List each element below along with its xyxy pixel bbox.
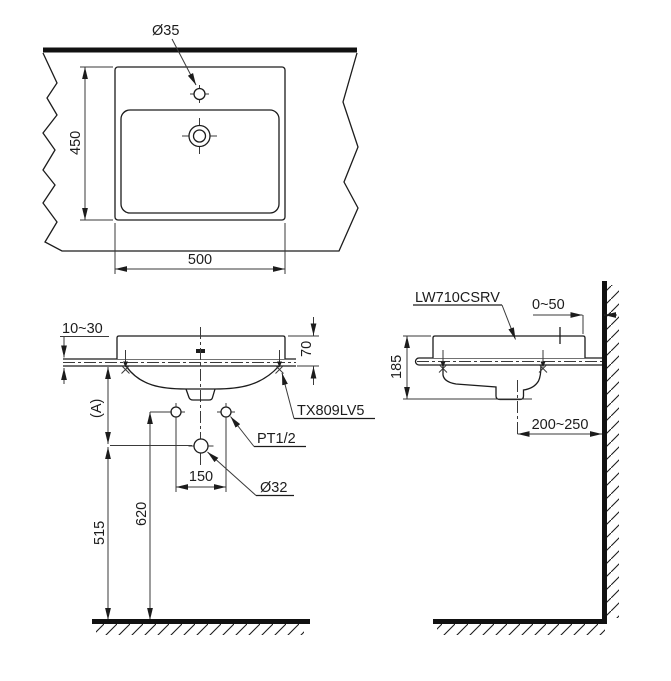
label-counter-thickness: 10~30 <box>62 321 103 337</box>
drain-hole-outer <box>188 124 211 148</box>
counter-front-edge-side <box>414 357 420 366</box>
label-rim-height: 70 <box>299 341 315 357</box>
label-wall-gap: 0~50 <box>532 297 565 313</box>
leader-faucet-hole <box>171 38 197 86</box>
front-view: 10~30 70 TX809LV5 PT1/2 Ø32 <box>60 317 375 635</box>
label-drain-diameter: Ø32 <box>260 480 287 496</box>
label-faucet-hole-diameter: Ø35 <box>152 23 179 39</box>
sink-body-side <box>432 335 586 358</box>
basin-inner-bowl <box>120 109 280 214</box>
top-view: Ø35 450 500 <box>42 23 359 274</box>
faucet-hole <box>193 87 206 101</box>
label-supply-spacing: 150 <box>189 469 213 485</box>
label-product-code: LW710CSRV <box>415 290 500 306</box>
side-view: LW710CSRV 0~50 185 200~250 <box>389 281 619 635</box>
drain-hole-inner <box>192 129 207 143</box>
wall-hatching <box>607 285 619 618</box>
leader-product <box>501 304 516 340</box>
label-dim-a: (A) <box>89 399 105 418</box>
label-basin-width: 500 <box>188 252 212 268</box>
label-body-height: 185 <box>389 355 405 379</box>
leader-faucet-model <box>281 372 295 419</box>
counter-break-outline <box>42 52 359 252</box>
fixing-bolt-left <box>121 350 130 374</box>
label-supply-connection: PT1/2 <box>257 431 296 447</box>
bowl-profile-front <box>125 365 280 390</box>
label-drain-offset: 200~250 <box>532 417 589 433</box>
floor-hatching-front <box>96 624 304 635</box>
fixing-bolt-side-right <box>538 350 548 373</box>
floor-hatching-side <box>437 624 605 635</box>
label-supply-height: 620 <box>134 502 150 526</box>
supply-hole-right <box>217 403 235 421</box>
drain-fitting-front <box>185 388 216 401</box>
bowl-profile-side <box>442 364 542 401</box>
drain-outlet-front <box>193 438 209 454</box>
label-basin-depth: 450 <box>68 131 84 155</box>
leader-supply <box>230 416 255 447</box>
fixing-bolt-right <box>275 350 284 374</box>
fixing-bolt-side-left <box>438 350 448 373</box>
label-drain-height: 515 <box>92 521 108 545</box>
leader-drain <box>207 451 257 496</box>
label-faucet-model: TX809LV5 <box>297 403 364 419</box>
